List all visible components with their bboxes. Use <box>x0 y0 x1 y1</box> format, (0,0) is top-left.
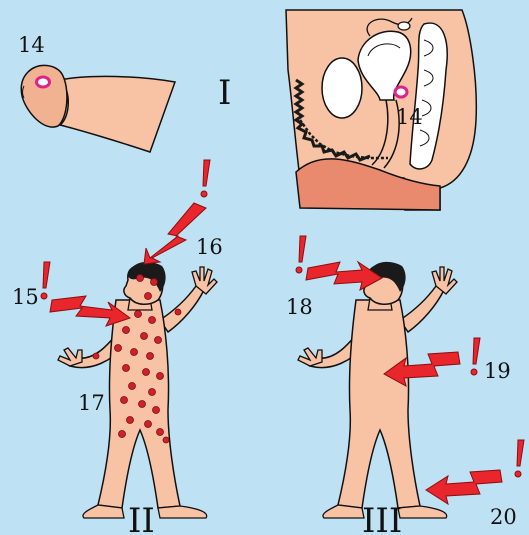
roman-numeral-one: I <box>218 73 231 113</box>
label-15: 15 <box>12 285 39 309</box>
roman-numeral-two: II <box>128 501 155 535</box>
arrow-15 <box>41 262 130 326</box>
female-pelvis-section <box>286 10 476 210</box>
arrow-20 <box>426 440 524 504</box>
label-19: 19 <box>484 359 511 383</box>
chancre-lesion-cervix <box>395 87 407 97</box>
label-14-penis: 14 <box>18 33 45 57</box>
label-20: 20 <box>490 505 517 529</box>
label-18: 18 <box>286 295 313 319</box>
chancre-lesion-penis <box>37 77 50 87</box>
label-14-cervix: 14 <box>396 105 423 129</box>
figure-tertiary-stage <box>298 262 457 518</box>
roman-numeral-three: III <box>362 501 402 535</box>
label-16: 16 <box>196 235 223 259</box>
arrow-18 <box>296 236 382 290</box>
label-17: 17 <box>78 391 105 415</box>
